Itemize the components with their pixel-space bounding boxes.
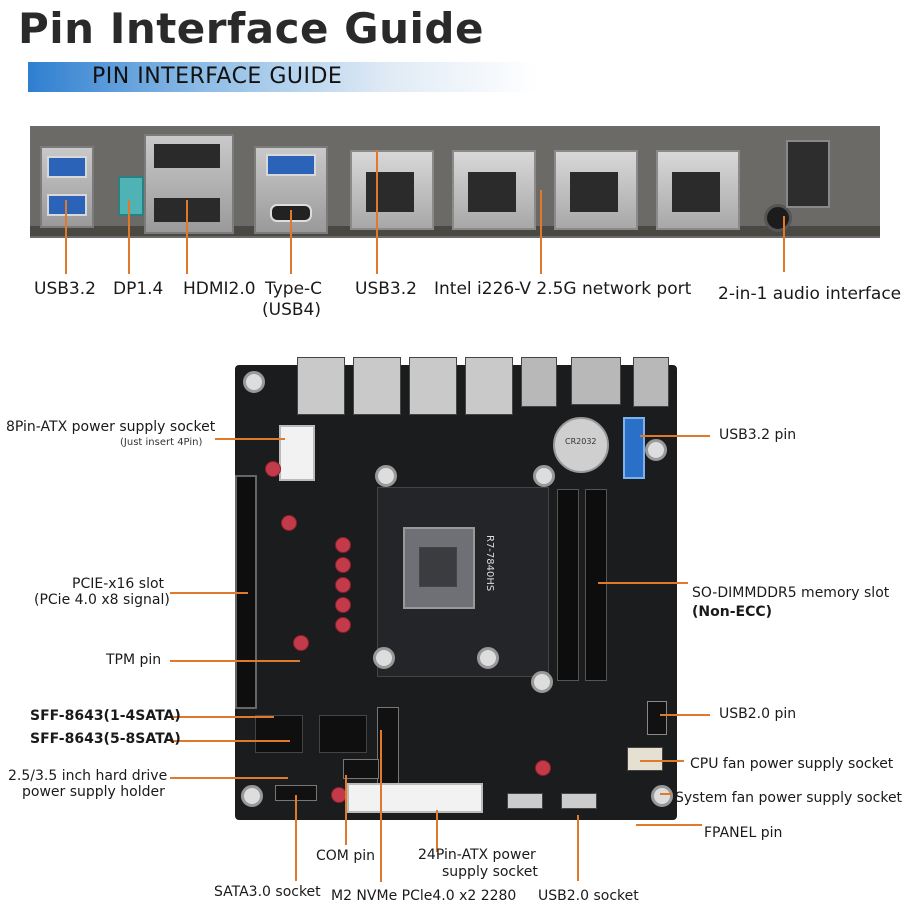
usb32-left-port [40, 146, 94, 228]
label-lan: Intel i226-V 2.5G network port [434, 279, 692, 299]
label-pcie: PCIE-x16 slot [72, 576, 165, 592]
usb20-pin-header [647, 701, 667, 735]
label-cpu-fan: CPU fan power supply socket [690, 756, 894, 772]
label-m2: M2 NVMe PCle4.0 x2 2280 [331, 888, 517, 904]
label-tpm: TPM pin [106, 652, 162, 668]
sff8643-connector-1 [255, 715, 303, 753]
label-typec-sub: (USB4) [262, 300, 321, 320]
cpu-die [419, 547, 457, 587]
dp-port [118, 176, 144, 216]
label-hdmi: HDMI2.0 [183, 279, 256, 299]
usb-jack-2 [633, 357, 669, 407]
usb20-socket-2 [561, 793, 597, 809]
usb20-socket-1 [507, 793, 543, 809]
sff8643-connector-2 [319, 715, 367, 753]
motherboard: R7-7840HS CR2032 [235, 357, 677, 820]
lan-port-2 [452, 150, 536, 230]
label-sys-fan: System fan power supply socket [675, 790, 903, 806]
sodimm-slot-1 [557, 489, 579, 681]
label-usb20-pin: USB2.0 pin [719, 706, 797, 722]
lan-jack-3 [409, 357, 457, 415]
io-panel-edge [30, 226, 880, 236]
label-sata: SATA3.0 socket [214, 884, 321, 900]
label-sodimm: SO-DIMMDDR5 memory slot [692, 585, 890, 601]
usb32-pin-header [623, 417, 645, 479]
battery-label: CR2032 [565, 437, 597, 446]
label-usb20-socket: USB2.0 socket [538, 888, 639, 904]
label-pcie-sub: (PCie 4.0 x8 signal) [34, 592, 170, 608]
label-atx24: 24Pin-ATX power [418, 847, 536, 863]
lan-port-3 [554, 150, 638, 230]
label-usb32-pin: USB3.2 pin [719, 427, 797, 443]
label-atx8-note: (Just insert 4Pin) [120, 437, 203, 448]
label-dp: DP1.4 [113, 279, 164, 299]
page-title: Pin Interface Guide [18, 4, 484, 53]
hdmi-jack [571, 357, 621, 405]
cpu-fan-header [627, 747, 663, 771]
atx8-connector [279, 425, 315, 481]
cmos-battery [553, 417, 609, 473]
label-atx8: 8Pin-ATX power supply socket [6, 419, 216, 435]
side-bracket [786, 140, 830, 208]
usb-jack-1 [521, 357, 557, 407]
label-hdd-sub: power supply holder [22, 784, 165, 800]
label-audio: 2-in-1 audio interface [718, 284, 902, 304]
subtitle-banner [28, 62, 538, 92]
label-usb32-left: USB3.2 [34, 279, 96, 299]
label-atx24-sub: supply socket [442, 864, 538, 880]
lan-jack-2 [353, 357, 401, 415]
label-sodimm-sub: (Non-ECC) [692, 604, 773, 620]
com-header [343, 759, 379, 779]
label-usb32-right: USB3.2 [355, 279, 417, 299]
subtitle: PIN INTERFACE GUIDE [92, 64, 343, 89]
label-com: COM pin [316, 848, 375, 864]
label-sff2: SFF-8643(5-8SATA) [30, 731, 181, 747]
label-hdd: 2.5/3.5 inch hard drive [8, 768, 168, 784]
lan-port-4 [656, 150, 740, 230]
audio-jack [764, 204, 792, 232]
sodimm-slot-2 [585, 489, 607, 681]
lan-jack-1 [297, 357, 345, 415]
lan-port-1 [350, 150, 434, 230]
label-fpanel: FPANEL pin [704, 825, 783, 841]
label-typec: Type-C [265, 279, 323, 299]
lan-jack-4 [465, 357, 513, 415]
hdmi-port [144, 134, 234, 234]
label-sff1: SFF-8643(1-4SATA) [30, 708, 181, 724]
atx24-connector [347, 783, 483, 813]
cpu-model-label: R7-7840HS [484, 535, 495, 592]
